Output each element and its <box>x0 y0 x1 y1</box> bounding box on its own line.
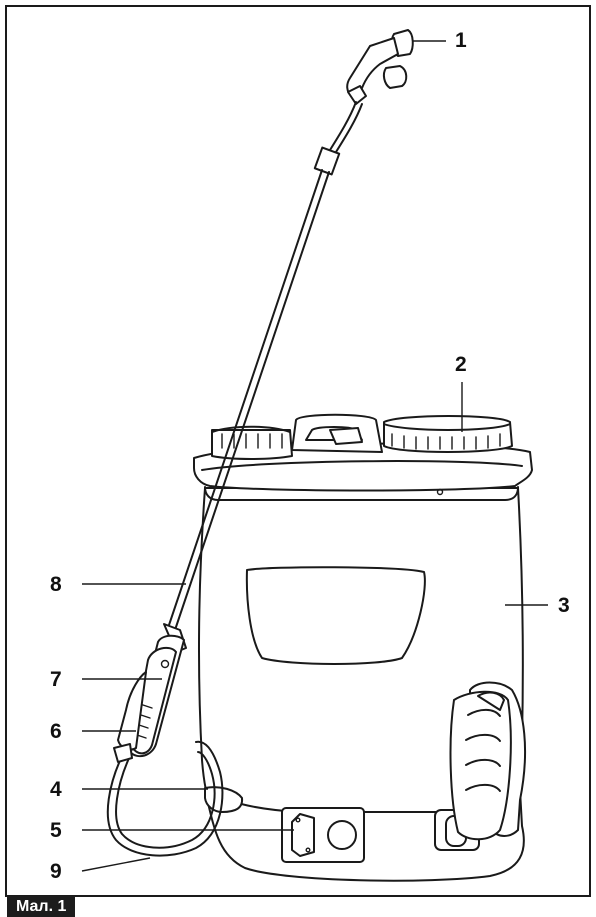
callout-6: 6 <box>50 720 62 743</box>
callout-3: 3 <box>558 594 570 617</box>
small-cap <box>211 425 293 460</box>
leader-lines <box>81 40 548 872</box>
tank-body <box>197 487 524 839</box>
hose <box>106 740 224 857</box>
figure-caption: Мал. 1 <box>7 896 76 917</box>
callout-8: 8 <box>50 573 62 596</box>
callout-7: 7 <box>50 668 62 691</box>
leader-9 <box>81 857 151 872</box>
power-button <box>327 820 357 850</box>
figure-border <box>5 5 591 897</box>
callout-5: 5 <box>50 819 62 842</box>
callout-1: 1 <box>455 29 467 52</box>
carry-handle <box>291 413 383 453</box>
callout-2: 2 <box>455 353 467 376</box>
callout-9: 9 <box>50 860 62 883</box>
callout-4: 4 <box>50 778 62 801</box>
shoulder-strap <box>449 681 527 841</box>
fill-cap <box>383 415 513 453</box>
spray-lance <box>117 29 414 758</box>
label-window <box>245 566 426 665</box>
